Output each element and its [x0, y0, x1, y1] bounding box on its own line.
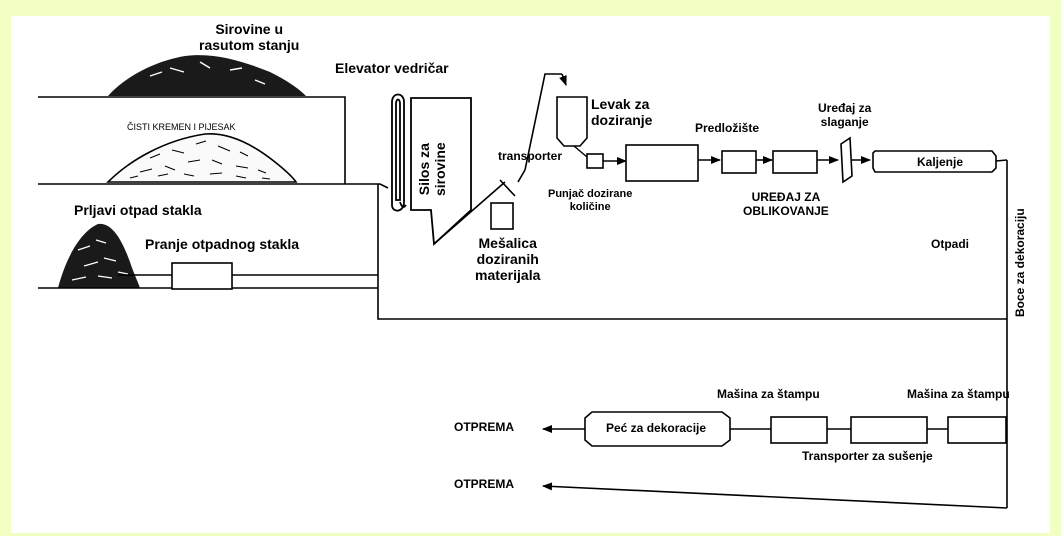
raw-material-pile-icon	[108, 55, 306, 96]
label-transporter: transporter	[498, 149, 563, 163]
label-otpadi: Otpadi	[931, 237, 969, 251]
label-masina-stampu-2: Mašina za štampu	[907, 387, 1010, 401]
quartz-sand-pile-icon	[106, 133, 298, 183]
label-uredjaj-slaganje: Uređaj za slaganje	[818, 101, 872, 129]
bucket-elevator-icon	[391, 93, 407, 212]
label-predloziste: Predložište	[695, 121, 760, 135]
label-silos: Silos za sirovine	[416, 142, 449, 196]
label-transporter-susenje: Transporter za sušenje	[802, 449, 933, 463]
label-prljavi-otpad: Prljavi otpad stakla	[74, 202, 202, 218]
label-otprema-1: OTPREMA	[454, 420, 514, 434]
label-uredjaj-oblikovanje: UREĐAJ ZA OBLIKOVANJE	[743, 190, 829, 218]
label-boce: Boce za dekoraciju	[1013, 208, 1027, 317]
label-masina-stampu-1: Mašina za štampu	[717, 387, 820, 401]
label-punjac: Punjač dozirane količine	[548, 188, 633, 213]
diagram-canvas: Sirovine u rasutom stanju Elevator vedri…	[11, 16, 1050, 533]
label-mesalica: Mešalica doziranih materijala	[475, 235, 541, 284]
label-sirovine: Sirovine u rasutom stanju	[199, 21, 300, 54]
label-elevator: Elevator vedričar	[335, 60, 449, 76]
label-cisti-kremen: ČISTI KREMEN I PIJESAK	[127, 122, 236, 132]
label-levak: Levak za doziranje	[591, 96, 653, 129]
label-kaljenje: Kaljenje	[917, 155, 964, 169]
waste-glass-pile-icon	[58, 223, 140, 288]
label-pranje: Pranje otpadnog stakla	[145, 236, 300, 252]
label-pec: Peć za dekoracije	[606, 421, 707, 435]
label-otprema-2: OTPREMA	[454, 477, 514, 491]
